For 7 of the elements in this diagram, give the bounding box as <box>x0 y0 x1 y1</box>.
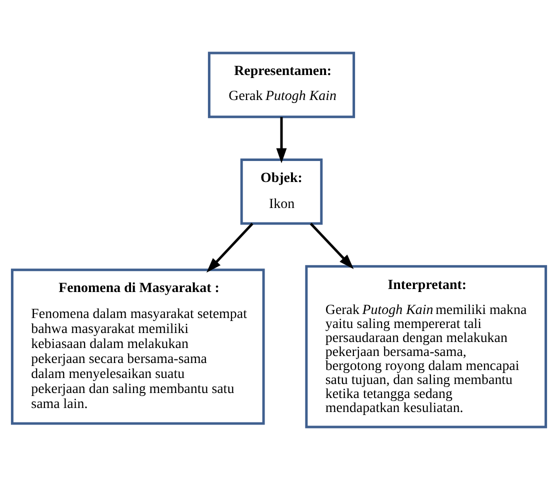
node-box: Representamen: Gerak Putogh Kain <box>208 52 356 118</box>
node-box: Fenomena di Masyarakat : Fenomena dalam masyarakat setempat bahwa masyarakat memiliki kebiasaan dalam melakukan pekerjaan secara bersama-sama dalam menyelesaikan suatu pekerjaan dan saling membantu satu sama lain. <box>10 268 265 425</box>
arrow <box>206 222 254 273</box>
node-box: Interpretant: Gerak Putogh Kain memiliki makna yaitu saling mempererat tali persaudaraan dengan melakukan pekerjaan bersama-sama, bergotong royong dalam mencapai satu tujuan, dan saling membantu ketika tetangga sedang mendapatkan kesuliatan. <box>305 265 548 428</box>
node-box: Objek: Ikon <box>240 158 323 225</box>
arrow <box>310 222 354 270</box>
arrow <box>276 117 287 164</box>
